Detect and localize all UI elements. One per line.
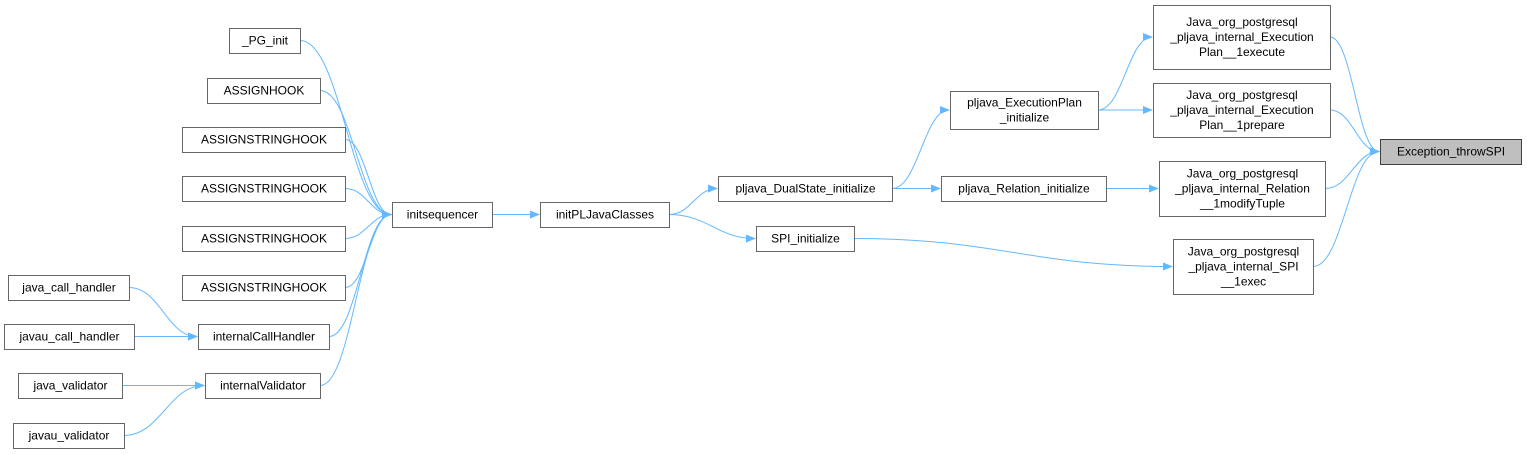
node-label-java_call_handler-line-0: java_call_handler xyxy=(21,281,115,295)
node-box-javau_validator xyxy=(13,423,125,449)
node-box-pljava_dualstate_initialize xyxy=(718,176,893,202)
node-label-javau_validator-line-0: javau_validator xyxy=(28,429,110,443)
node-box-pljava_executionplan_initialize xyxy=(950,91,1099,130)
node-assignhook[interactable]: ASSIGNHOOK xyxy=(207,78,321,104)
node-box-initsequencer xyxy=(392,202,493,228)
node-box-pg_init xyxy=(229,28,301,54)
node-internal_validator[interactable]: internalValidator xyxy=(205,373,321,399)
node-label-pljava_dualstate_initialize-line-0: pljava_DualState_initialize xyxy=(735,182,875,196)
node-label-internal_validator-line-0: internalValidator xyxy=(220,379,306,393)
node-label-java_relation_modifytuple-line-1: _pljava_internal_Relation xyxy=(1174,182,1310,196)
node-label-java_executionplan_execute-line-2: Plan__1execute xyxy=(1199,45,1285,59)
node-pljava_relation_initialize[interactable]: pljava_Relation_initialize xyxy=(941,176,1107,202)
node-label-java_relation_modifytuple-line-0: Java_org_postgresql xyxy=(1187,167,1298,181)
node-label-java_executionplan_prepare-line-1: _pljava_internal_Execution xyxy=(1169,103,1313,117)
node-javau_call_handler[interactable]: javau_call_handler xyxy=(4,324,135,350)
node-box-assignhook xyxy=(207,78,321,104)
node-java_validator[interactable]: java_validator xyxy=(18,373,123,399)
node-label-exception_throwspi-line-0: Exception_throwSPI xyxy=(1397,145,1505,159)
node-label-pljava_executionplan_initialize-line-1: _initialize xyxy=(999,111,1050,125)
edge-spi_initialize-to-java_spi_exec xyxy=(853,238,1173,271)
node-label-java_executionplan_prepare-line-2: Plan__1prepare xyxy=(1199,118,1285,132)
node-label-javau_call_handler-line-0: javau_call_handler xyxy=(18,330,119,344)
node-label-pljava_executionplan_initialize-line-0: pljava_ExecutionPlan xyxy=(967,96,1082,110)
edge-pljava_dualstate_initialize-to-pljava_executionplan_initialize xyxy=(891,106,950,189)
node-box-java_spi_exec xyxy=(1173,239,1314,295)
edge-init_pljava_classes-to-spi_initialize xyxy=(668,214,756,243)
node-box-exception_throwspi xyxy=(1380,139,1522,165)
node-java_executionplan_execute[interactable]: Java_org_postgresql_pljava_internal_Exec… xyxy=(1153,5,1331,70)
node-java_executionplan_prepare[interactable]: Java_org_postgresql_pljava_internal_Exec… xyxy=(1153,83,1331,138)
node-label-internal_call_handler-line-0: internalCallHandler xyxy=(213,330,315,344)
node-pljava_executionplan_initialize[interactable]: pljava_ExecutionPlan_initialize xyxy=(950,91,1099,130)
edge-pljava_executionplan_initialize-to-java_executionplan_execute xyxy=(1097,33,1153,111)
node-assignstringhook_1[interactable]: ASSIGNSTRINGHOOK xyxy=(182,127,346,153)
node-box-pljava_relation_initialize xyxy=(941,176,1107,202)
edge-java_executionplan_prepare-to-exception_throwspi xyxy=(1329,109,1380,156)
node-exception_throwspi[interactable]: Exception_throwSPI xyxy=(1380,139,1522,165)
node-assignstringhook_2[interactable]: ASSIGNSTRINGHOOK xyxy=(182,176,346,202)
node-label-java_executionplan_prepare-line-0: Java_org_postgresql xyxy=(1186,88,1297,102)
node-box-java_validator xyxy=(18,373,123,399)
edge-java_spi_exec-to-exception_throwspi xyxy=(1312,147,1380,267)
edge-init_pljava_classes-to-pljava_dualstate_initialize xyxy=(668,184,718,215)
node-pg_init[interactable]: _PG_init xyxy=(229,28,301,54)
node-label-initsequencer-line-0: initsequencer xyxy=(407,208,478,222)
edge-internal_validator-to-initsequencer xyxy=(319,210,392,386)
node-assignstringhook_3[interactable]: ASSIGNSTRINGHOOK xyxy=(182,226,346,252)
edge-java_executionplan_execute-to-exception_throwspi xyxy=(1329,36,1380,156)
node-label-java_validator-line-0: java_validator xyxy=(32,379,107,393)
node-label-pljava_relation_initialize-line-0: pljava_Relation_initialize xyxy=(958,182,1090,196)
node-box-java_executionplan_prepare xyxy=(1153,83,1331,138)
node-box-assignstringhook_2 xyxy=(182,176,346,202)
edges-layer xyxy=(121,33,1380,436)
node-box-assignstringhook_1 xyxy=(182,127,346,153)
node-label-assignstringhook_2-line-0: ASSIGNSTRINGHOOK xyxy=(201,182,327,196)
node-box-java_call_handler xyxy=(8,275,130,301)
node-label-java_spi_exec-line-0: Java_org_postgresql xyxy=(1188,245,1299,259)
node-label-java_executionplan_execute-line-1: _pljava_internal_Execution xyxy=(1169,30,1313,44)
edge-assignstringhook_1-to-initsequencer xyxy=(344,139,392,219)
node-label-java_relation_modifytuple-line-2: __1modifyTuple xyxy=(1199,197,1285,211)
node-box-init_pljava_classes xyxy=(540,202,670,228)
edge-java_relation_modifytuple-to-exception_throwspi xyxy=(1324,147,1380,189)
node-label-java_spi_exec-line-1: _pljava_internal_SPI xyxy=(1187,260,1298,274)
node-java_call_handler[interactable]: java_call_handler xyxy=(8,275,130,301)
node-label-java_executionplan_execute-line-0: Java_org_postgresql xyxy=(1186,15,1297,29)
node-box-internal_call_handler xyxy=(198,324,330,350)
node-label-init_pljava_classes-line-0: initPLJavaClasses xyxy=(556,208,654,222)
edge-javau_validator-to-internal_validator xyxy=(123,381,205,436)
node-pljava_dualstate_initialize[interactable]: pljava_DualState_initialize xyxy=(718,176,893,202)
node-internal_call_handler[interactable]: internalCallHandler xyxy=(198,324,330,350)
node-box-javau_call_handler xyxy=(4,324,135,350)
node-java_relation_modifytuple[interactable]: Java_org_postgresql_pljava_internal_Rela… xyxy=(1159,161,1326,217)
node-box-spi_initialize xyxy=(756,226,855,252)
node-box-java_relation_modifytuple xyxy=(1159,161,1326,217)
node-init_pljava_classes[interactable]: initPLJavaClasses xyxy=(540,202,670,228)
node-label-pg_init-line-0: _PG_init xyxy=(241,34,289,48)
node-box-internal_validator xyxy=(205,373,321,399)
node-box-assignstringhook_3 xyxy=(182,226,346,252)
node-box-assignstringhook_4 xyxy=(182,275,346,301)
node-box-java_executionplan_execute xyxy=(1153,5,1331,70)
node-spi_initialize[interactable]: SPI_initialize xyxy=(756,226,855,252)
node-javau_validator[interactable]: javau_validator xyxy=(13,423,125,449)
node-label-java_spi_exec-line-2: __1exec xyxy=(1220,275,1266,289)
node-label-assignstringhook_3-line-0: ASSIGNSTRINGHOOK xyxy=(201,232,327,246)
node-label-assignstringhook_1-line-0: ASSIGNSTRINGHOOK xyxy=(201,133,327,147)
node-java_spi_exec[interactable]: Java_org_postgresql_pljava_internal_SPI_… xyxy=(1173,239,1314,295)
edge-assignhook-to-initsequencer xyxy=(319,90,392,219)
node-label-assignhook-line-0: ASSIGNHOOK xyxy=(224,84,305,98)
node-assignstringhook_4[interactable]: ASSIGNSTRINGHOOK xyxy=(182,275,346,301)
node-label-spi_initialize-line-0: SPI_initialize xyxy=(771,232,840,246)
node-initsequencer[interactable]: initsequencer xyxy=(392,202,493,228)
node-label-assignstringhook_4-line-0: ASSIGNSTRINGHOOK xyxy=(201,281,327,295)
